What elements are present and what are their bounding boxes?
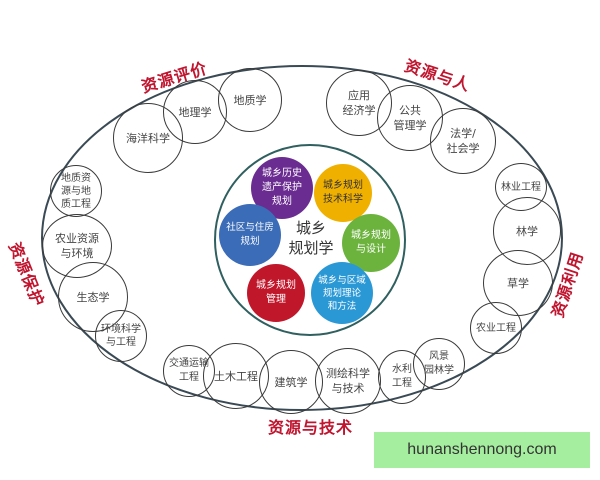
discipline-surveying-mapping: 测绘科学 与技术	[315, 348, 381, 414]
discipline-environmental-engineering: 环境科学 与工程	[95, 310, 147, 362]
discipline-label: 农业工程	[476, 322, 516, 334]
discipline-agricultural-engineering: 农业工程	[470, 302, 522, 354]
discipline-label: 地质学	[233, 93, 267, 107]
discipline-label: 建筑学	[274, 375, 308, 389]
discipline-label: 测绘科学 与技术	[326, 367, 370, 395]
discipline-label: 地质资 源与地 质工程	[61, 172, 91, 210]
discipline-geography: 地理学	[163, 80, 227, 144]
discipline-label: 草学	[507, 276, 529, 290]
discipline-label: 水利 工程	[392, 364, 412, 389]
discipline-architecture: 建筑学	[259, 350, 323, 414]
subfield-planning-design: 城乡规划 与设计	[342, 214, 400, 272]
discipline-geology: 地质学	[218, 68, 282, 132]
watermark: hunanshennong.com	[374, 432, 590, 468]
discipline-label: 林业工程	[501, 181, 541, 193]
discipline-landscape-architecture: 风景 园林学	[413, 338, 465, 390]
discipline-label: 交通运输 工程	[169, 358, 209, 383]
subfield-planning-technology: 城乡规划 技术科学	[314, 164, 372, 222]
category-resource-and-technology: 资源与技术	[268, 418, 354, 437]
discipline-label: 环境科学 与工程	[101, 324, 141, 348]
discipline-ecology: 生态学	[58, 262, 128, 332]
discipline-geo-resources-engineering: 地质资 源与地 质工程	[50, 165, 102, 217]
core-title: 城乡 规划学	[288, 219, 334, 257]
discipline-public-management: 公共 管理学	[377, 85, 443, 151]
discipline-label: 应用 经济学	[342, 89, 376, 117]
subfield-planning-management: 城乡规划 管理	[247, 264, 305, 322]
discipline-label: 公共 管理学	[393, 104, 427, 132]
discipline-label: 农业资源 与环境	[55, 232, 99, 260]
discipline-label: 海洋科学	[126, 131, 170, 145]
subfield-regional-planning-theory: 城乡与区域 规划理论 和方法	[311, 262, 373, 324]
discipline-label: 地理学	[178, 105, 212, 119]
discipline-law-sociology: 法学/ 社会学	[430, 108, 496, 174]
subfield-community-housing: 社区与住房 规划	[219, 204, 281, 266]
discipline-label: 土木工程	[214, 369, 258, 383]
discipline-label: 法学/ 社会学	[446, 127, 480, 155]
discipline-label: 林学	[516, 224, 538, 238]
discipline-label: 生态学	[76, 290, 110, 304]
discipline-agri-resources-environment: 农业资源 与环境	[42, 214, 112, 278]
discipline-label: 风景 园林学	[424, 351, 454, 376]
